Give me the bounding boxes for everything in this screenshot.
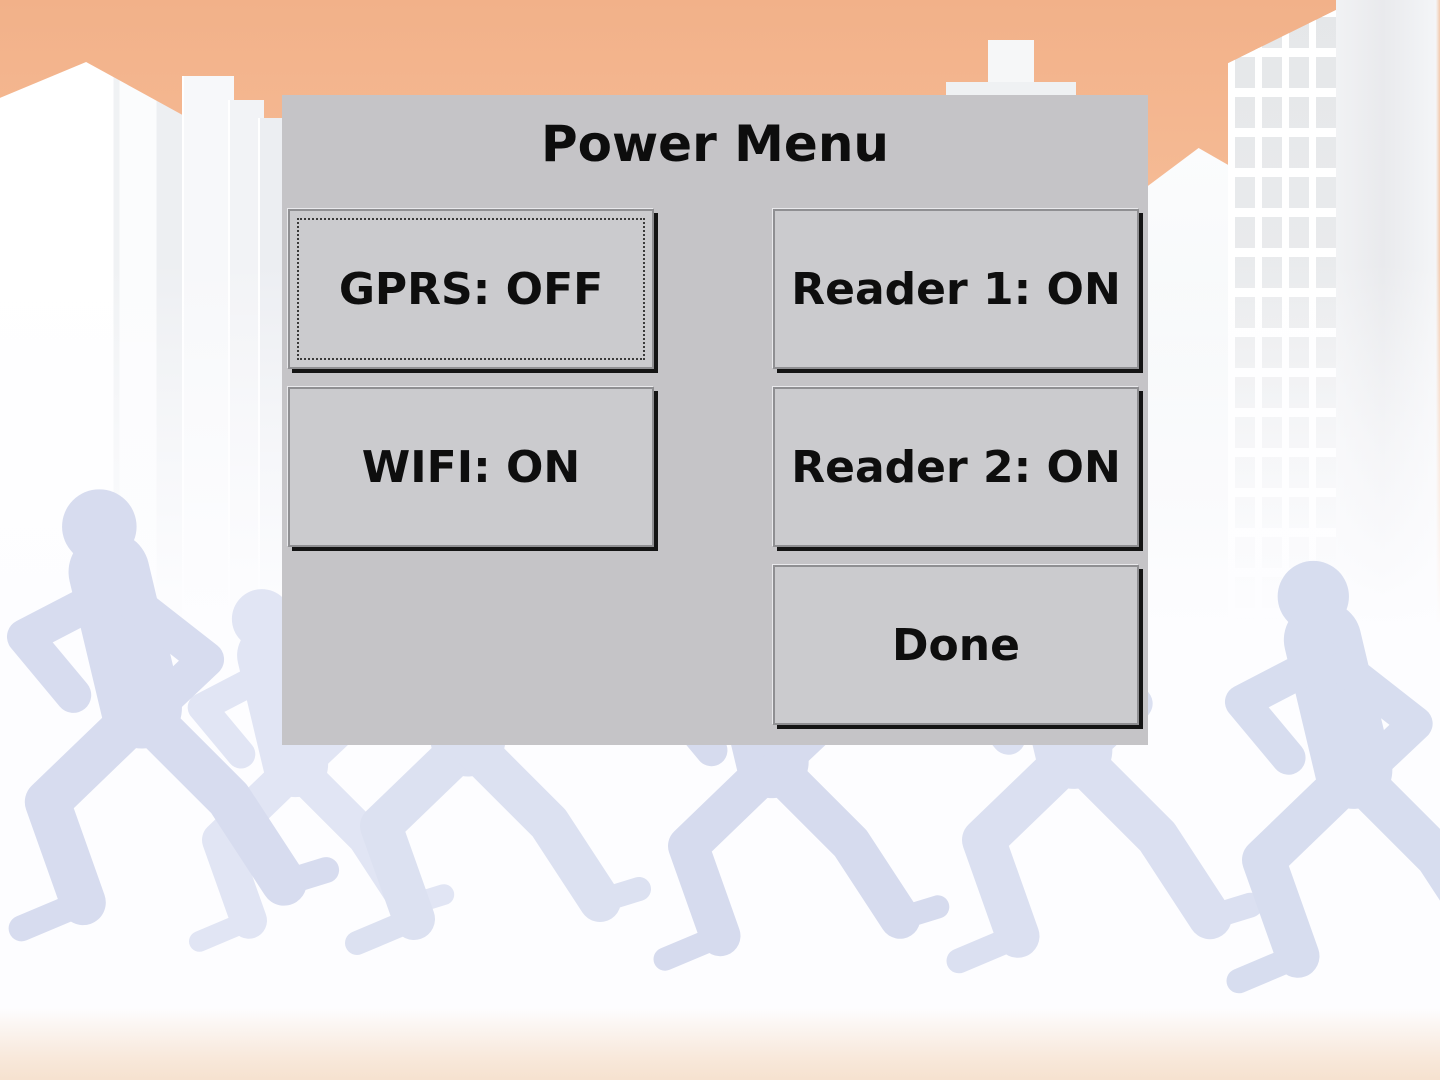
reader2-toggle-button[interactable]: Reader 2: ON [773, 387, 1139, 547]
power-menu-dialog: Power Menu GPRS: OFF Reader 1: ON WIFI: … [282, 95, 1148, 745]
bottom-warm-band [0, 1008, 1440, 1080]
runner-figure [1239, 561, 1440, 981]
wifi-toggle-button[interactable]: WIFI: ON [288, 387, 654, 547]
reader1-toggle-button[interactable]: Reader 1: ON [773, 209, 1139, 369]
dialog-title: Power Menu [540, 115, 890, 173]
gprs-toggle-button[interactable]: GPRS: OFF [288, 209, 654, 369]
done-button[interactable]: Done [773, 565, 1139, 725]
rooftop-cross-horizontal [946, 82, 1076, 98]
